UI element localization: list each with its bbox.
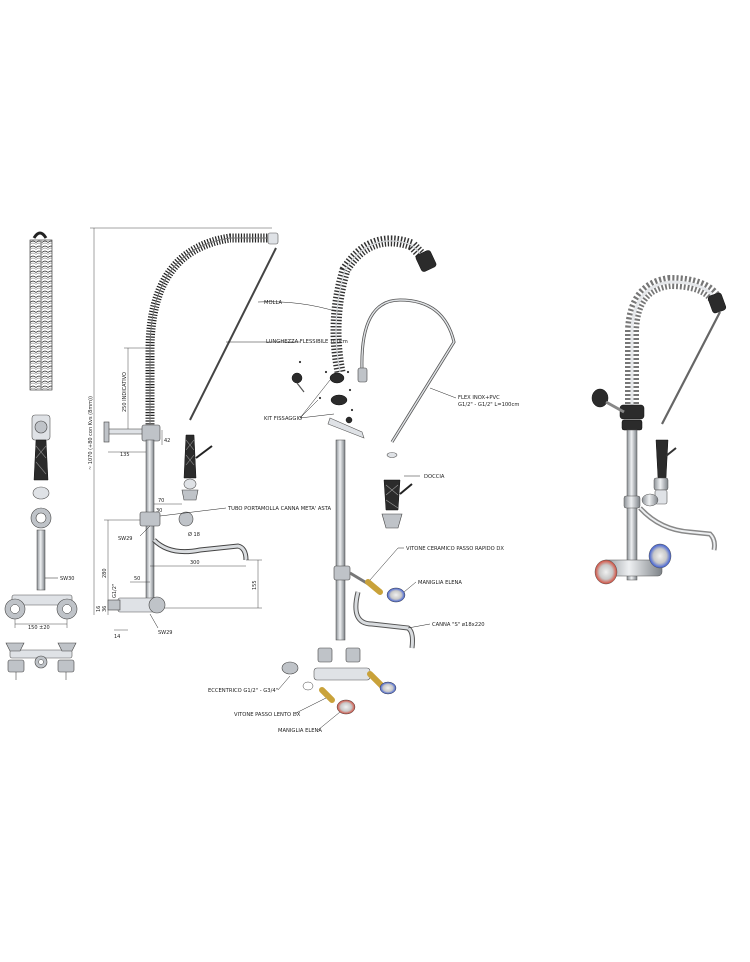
front-spray-gun-icon [33, 439, 49, 481]
exploded-flex-hose [360, 298, 456, 443]
label-molla: MOLLA [264, 300, 282, 306]
dim-16: 16 [96, 606, 102, 612]
side-flex-hose [189, 247, 277, 421]
side-spring-icon [145, 233, 272, 430]
kit-ring-2 [330, 394, 348, 406]
exploded-canna-s [353, 591, 415, 649]
side-spray-gun-icon [183, 434, 197, 479]
vitone-rapido-icon [365, 579, 383, 595]
maniglia-elena-2 [336, 699, 356, 715]
front-top-hook [32, 231, 48, 239]
dim-135: 135 [120, 452, 130, 458]
dim-70: 70 [158, 498, 164, 504]
kit-bracket [327, 417, 365, 439]
label-maniglia-elena-2: MANIGLIA ELENA [278, 728, 322, 734]
render-handle-cold [648, 543, 672, 569]
label-tubo-portamolla: TUBO PORTAMOLLA CANNA META' ASTA [227, 506, 331, 512]
dim-g12: G1/2" [112, 584, 118, 598]
render-spray-gun-icon [655, 439, 669, 479]
dim-50: 50 [134, 576, 140, 582]
dim-total-height: ~ 1070 (+80 con Kvs (8mm)) [88, 396, 94, 470]
exploded-spray-gun-icon [383, 479, 401, 511]
exploded-base-body [313, 667, 371, 681]
dim-36: 36 [102, 606, 108, 612]
dim-spring-height: 250 INDICATIVO [122, 372, 128, 412]
exploded-tee [333, 565, 351, 581]
clamp-block [141, 424, 161, 442]
label-kit-fissaggio: KIT FISSAGGIO [264, 416, 302, 422]
dim-14: 14 [114, 634, 120, 640]
dim-280: 280 [102, 568, 108, 578]
front-dim-sw30: SW30 [60, 576, 74, 582]
front-view: SW30 150 ±20 [4, 231, 78, 680]
dim-30: 30 [156, 508, 162, 514]
render-spout [638, 506, 717, 551]
vitone-lento-icon [319, 687, 335, 703]
label-sw29-upper: SW29 [118, 536, 132, 542]
label-maniglia-elena-1: MANIGLIA ELENA [418, 580, 462, 586]
label-doccia: DOCCIA [424, 474, 445, 480]
label-eccentrico: ECCENTRICO G1/2" - G3/4" [208, 688, 278, 694]
dim-18: Ø 18 [188, 531, 200, 538]
label-vitone-lento: VITONE PASSO LENTO DX [234, 712, 301, 718]
label-flex-2: G1/2" - G1/2" L=100cm [458, 402, 519, 408]
side-view: ~ 1070 (+80 con Kvs (8mm)) 250 INDICATIV… [88, 227, 348, 640]
render-handle-hot [594, 559, 618, 585]
front-column [36, 529, 46, 591]
dim-155: 155 [252, 580, 258, 590]
label-sw29-lower: SW29 [158, 630, 172, 636]
spring-end-cap [267, 232, 279, 245]
label-vitone-rapido: VITONE CERAMICO PASSO RAPIDO DX [406, 546, 504, 552]
render-wall-bracket [591, 388, 609, 408]
label-lunghezza-flessibile: LUNGHEZZA FLESSIBILE 100cm [266, 339, 348, 345]
exploded-riser-column [335, 439, 346, 641]
render-hose [661, 311, 721, 425]
exploded-spring-end-cap [415, 250, 437, 272]
eccentrico-icon [281, 661, 299, 675]
render-view [591, 274, 727, 585]
spout-joint [139, 511, 161, 527]
maniglia-elena-1 [386, 587, 406, 603]
dim-42: 42 [164, 438, 170, 444]
exploded-view: FLEX INOX+PVC G1/2" - G1/2" L=100cm KIT … [208, 235, 519, 734]
side-handle [148, 596, 166, 614]
label-flex-1: FLEX INOX+PVC [458, 395, 500, 401]
kit-ring-1 [329, 372, 345, 384]
front-dim-width: 150 ±20 [28, 625, 50, 631]
label-canna: CANNA "S" ø18x220 [432, 622, 485, 628]
kit-disc-1 [291, 372, 303, 384]
dim-300: 300 [190, 560, 200, 566]
